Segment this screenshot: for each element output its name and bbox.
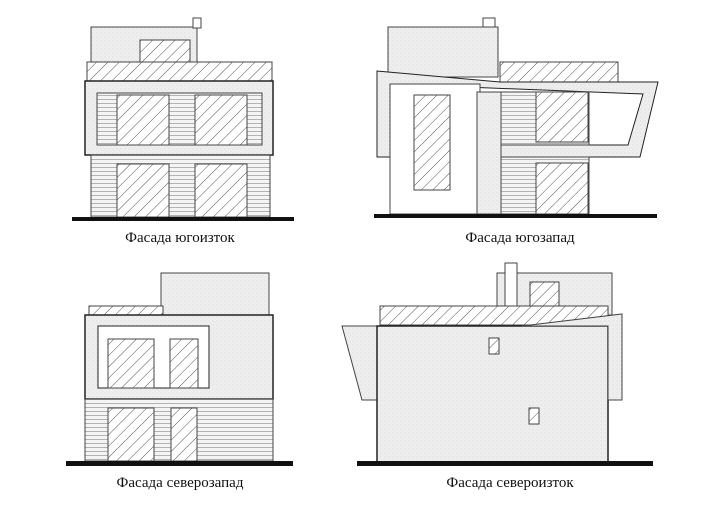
caption-northwest: Фасада северозапад [116, 475, 244, 491]
caption-southwest: Фасада югозапад [465, 230, 575, 246]
caption-southeast: Фасада югоизток [125, 230, 235, 246]
caption-northeast: Фасада североизток [446, 475, 574, 491]
facade-northeast [341, 262, 653, 466]
facade-southwest [374, 17, 659, 218]
facade-southeast [72, 17, 294, 221]
facade-northwest [66, 272, 293, 466]
